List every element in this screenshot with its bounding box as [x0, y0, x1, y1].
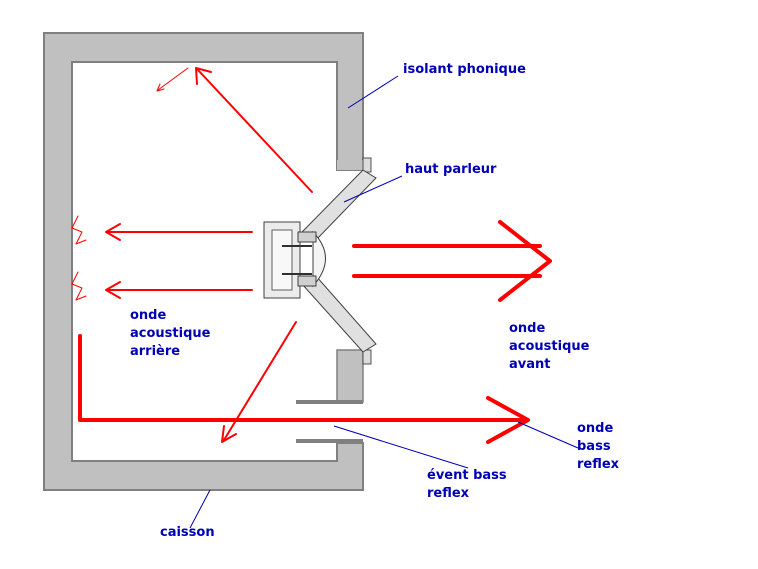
- leader-caisson: [189, 489, 211, 529]
- reflection-mark-lower: [71, 271, 87, 301]
- leader-haut-parleur: [343, 175, 403, 203]
- leader-isolant: [347, 75, 399, 109]
- leader-onde-bass: [517, 421, 579, 449]
- label-onde-avant: onde acoustique avant: [509, 320, 589, 374]
- bass-reflex-arrow-line: [78, 334, 526, 422]
- speaker-magnet-inner: [271, 229, 293, 291]
- speaker-cone-lower: [301, 275, 377, 353]
- label-event-line-1: évent bass: [427, 468, 507, 483]
- rear-wave-arrowhead-diagonal-up: [195, 67, 212, 85]
- speaker-basket-top: [297, 231, 317, 243]
- speaker-flange-top: [362, 157, 372, 173]
- label-onde-arriere-line-1: onde: [130, 308, 167, 323]
- label-onde-arriere: onde acoustique arrière: [130, 307, 210, 361]
- haut-parleur: [263, 157, 377, 365]
- speaker-flange-bottom: [362, 349, 372, 365]
- rear-wave-arrowhead-lower: [105, 281, 121, 299]
- leader-lines: [189, 75, 579, 529]
- label-onde-bass-reflex: onde bass reflex: [577, 420, 619, 474]
- label-event-bass-reflex: évent bass reflex: [427, 467, 507, 503]
- label-isolant-phonique: isolant phonique: [403, 62, 526, 77]
- caisson-wall-mid: [336, 349, 364, 403]
- caisson-wall-upper-front: [337, 160, 363, 170]
- leader-event: [333, 425, 469, 469]
- label-onde-arriere-line-2: acoustique: [130, 326, 211, 341]
- reflection-arrowhead-top: [156, 83, 165, 92]
- label-onde-bass-line-1: onde: [577, 421, 614, 436]
- reflection-mark-upper: [71, 215, 87, 245]
- label-onde-bass-line-2: bass: [577, 439, 611, 454]
- label-event-line-2: reflex: [427, 486, 470, 501]
- speaker-basket-bottom: [297, 275, 317, 287]
- reflection-arrow-top: [157, 67, 189, 91]
- label-onde-avant-line-3: avant: [509, 357, 551, 372]
- rear-wave-arrowhead-upper: [105, 223, 121, 241]
- front-wave-arrowhead: [498, 220, 552, 302]
- rear-wave-arrowhead-diagonal-down: [221, 425, 237, 443]
- bass-reflex-arrowhead: [486, 396, 530, 444]
- label-onde-avant-line-2: acoustique: [509, 339, 590, 354]
- label-onde-avant-line-1: onde: [509, 321, 546, 336]
- sound-arrows: [71, 67, 552, 444]
- label-caisson: caisson: [160, 525, 215, 540]
- label-haut-parleur: haut parleur: [405, 162, 497, 177]
- speaker-cone-upper: [301, 169, 377, 241]
- rear-wave-arrow-diagonal-up: [197, 69, 313, 193]
- rear-wave-arrow-diagonal-down: [223, 321, 297, 441]
- label-onde-arriere-line-3: arrière: [130, 344, 181, 359]
- label-onde-bass-line-3: reflex: [577, 457, 620, 472]
